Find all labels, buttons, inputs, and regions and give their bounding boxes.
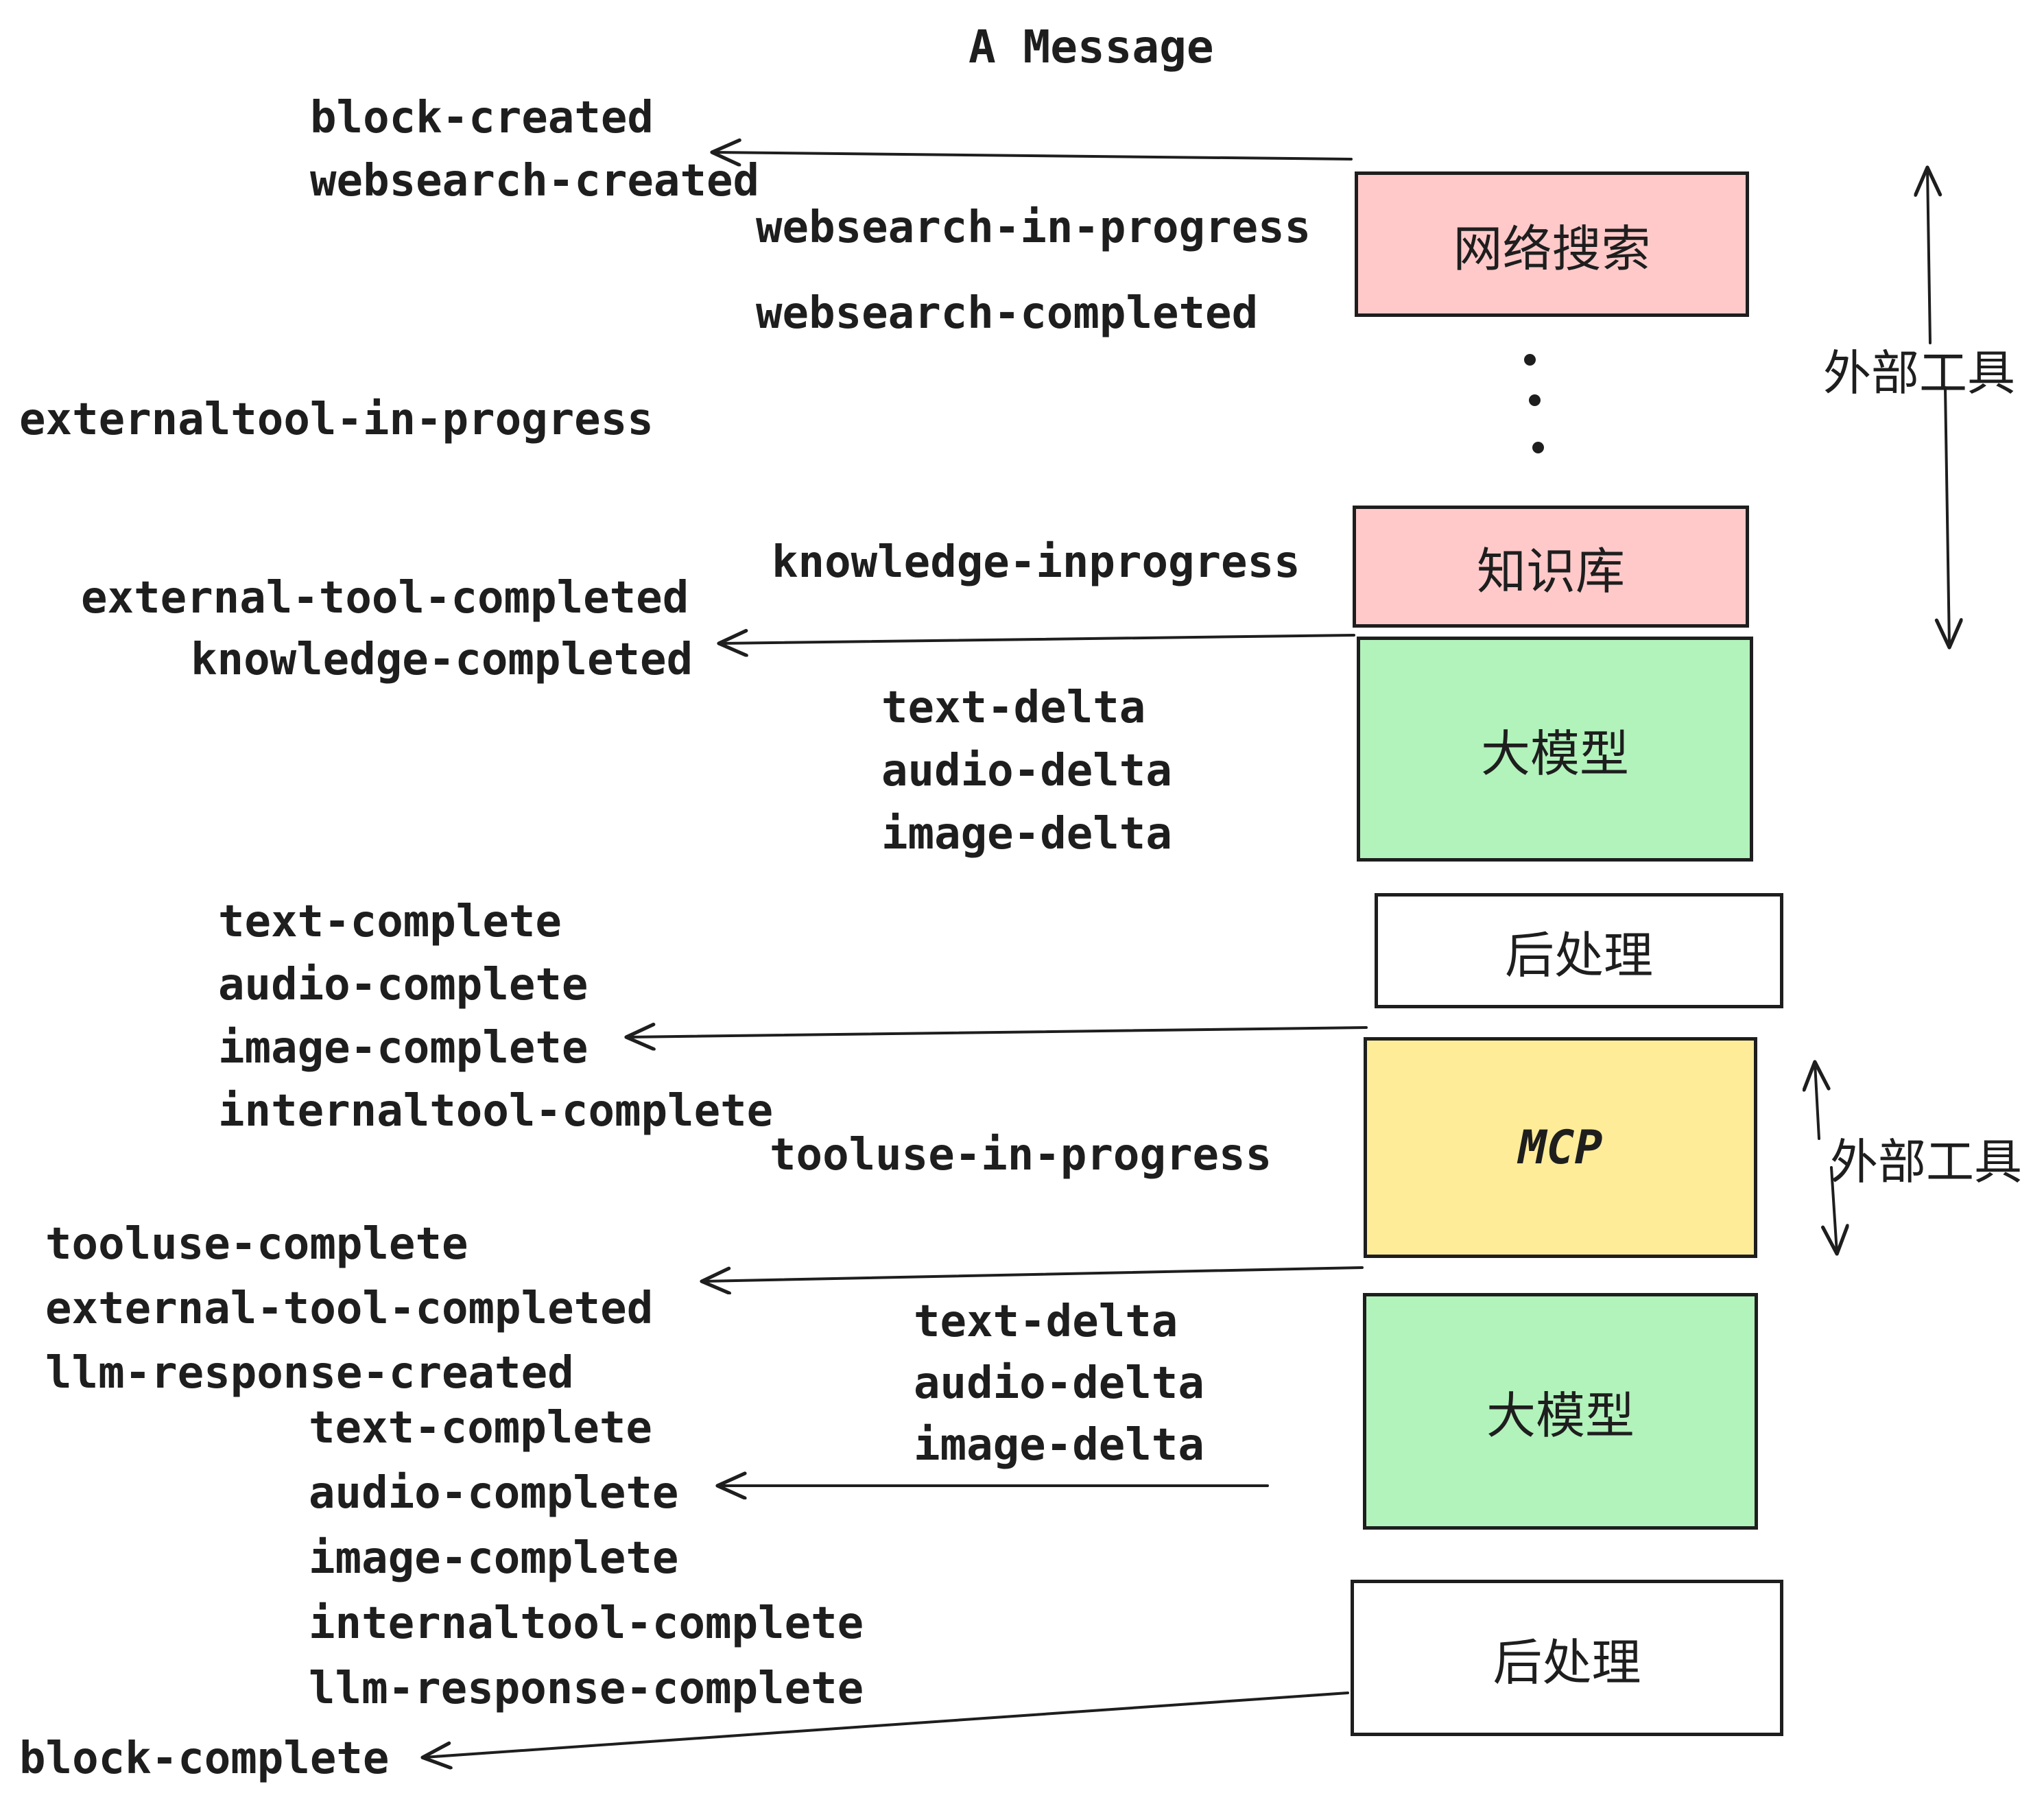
node-postprocess-top: 后处理 [1375, 893, 1783, 1008]
event-websearch-in-progress: websearch-in-progress [756, 202, 1311, 253]
event-external-tool-completed: external-tool-completed [81, 573, 689, 624]
ellipsis-dot [1532, 442, 1544, 453]
arrow-to-knowledge-completed [720, 635, 1355, 643]
event-external-tool-completed-2: external-tool-completed [45, 1283, 654, 1334]
event-block-created: block-created [310, 93, 654, 143]
arrow-to-websearch-created [713, 152, 1353, 159]
node-llm-top: 大模型 [1357, 637, 1753, 862]
event-image-complete-2: image-complete [309, 1533, 679, 1584]
event-internaltool-complete: internaltool-complete [218, 1086, 774, 1137]
node-llm-top-label: 大模型 [1480, 724, 1629, 783]
event-audio-delta-2: audio-delta [914, 1358, 1204, 1409]
node-knowledge: 知识库 [1353, 506, 1749, 628]
node-websearch-label: 网络搜索 [1453, 219, 1651, 278]
node-postprocess-bottom-label: 后处理 [1493, 1633, 1641, 1692]
event-knowledge-completed: knowledge-completed [191, 634, 693, 685]
node-postprocess-bottom: 后处理 [1351, 1580, 1783, 1736]
arrow-to-external-tool-completed [703, 1266, 1364, 1281]
node-knowledge-label: 知识库 [1476, 542, 1625, 600]
event-websearch-created: websearch-created [310, 156, 760, 206]
event-text-complete-2: text-complete [309, 1403, 652, 1453]
arrow-external-tools-bottom-up [1815, 1063, 1819, 1140]
event-text-delta-2: text-delta [914, 1296, 1178, 1347]
node-mcp: MCP [1364, 1037, 1757, 1258]
node-llm-bottom: 大模型 [1363, 1293, 1758, 1530]
event-audio-complete: audio-complete [218, 960, 589, 1010]
event-block-complete: block-complete [19, 1733, 390, 1784]
node-postprocess-top-label: 后处理 [1504, 926, 1653, 984]
diagram-title: A Message [968, 21, 1214, 73]
event-group-delta-top: text-delta audio-delta image-delta [881, 686, 1172, 875]
event-websearch-completed: websearch-completed [756, 288, 1259, 339]
event-knowledge-inprogress: knowledge-inprogress [772, 537, 1300, 588]
label-external-tools-top: 外部工具 [1823, 345, 2015, 401]
label-external-tools-bottom: 外部工具 [1830, 1134, 2022, 1190]
event-audio-delta: audio-delta [881, 746, 1172, 796]
node-llm-bottom-label: 大模型 [1486, 1387, 1635, 1445]
event-llm-response-created: llm-response-created [45, 1348, 574, 1399]
event-text-delta: text-delta [881, 683, 1146, 733]
event-image-delta-2: image-delta [914, 1420, 1204, 1471]
event-tooluse-in-progress: tooluse-in-progress [770, 1130, 1272, 1180]
event-group-complete-bottom: text-complete audio-complete image-compl… [309, 1406, 864, 1732]
event-audio-complete-2: audio-complete [309, 1468, 679, 1519]
node-websearch: 网络搜索 [1355, 171, 1749, 317]
ellipsis-dot [1524, 354, 1536, 366]
event-group-delta-bottom: text-delta audio-delta image-delta [914, 1300, 1204, 1485]
event-text-complete: text-complete [218, 897, 562, 947]
event-image-complete: image-complete [218, 1023, 589, 1073]
arrow-external-tools-top-up [1927, 169, 1930, 344]
event-group-complete-top: text-complete audio-complete image-compl… [218, 900, 773, 1152]
event-group-tooluse: tooluse-complete external-tool-completed… [45, 1222, 653, 1416]
arrow-external-tools-top-down [1945, 386, 1949, 646]
event-tooluse-complete: tooluse-complete [45, 1219, 468, 1270]
event-internaltool-complete-2: internaltool-complete [309, 1598, 864, 1649]
ellipsis-dot [1529, 394, 1541, 406]
node-mcp-label: MCP [1518, 1120, 1603, 1175]
event-image-delta: image-delta [881, 809, 1172, 859]
event-llm-response-complete: llm-response-complete [309, 1663, 864, 1714]
event-externaltool-in-progress: externaltool-in-progress [19, 394, 654, 445]
